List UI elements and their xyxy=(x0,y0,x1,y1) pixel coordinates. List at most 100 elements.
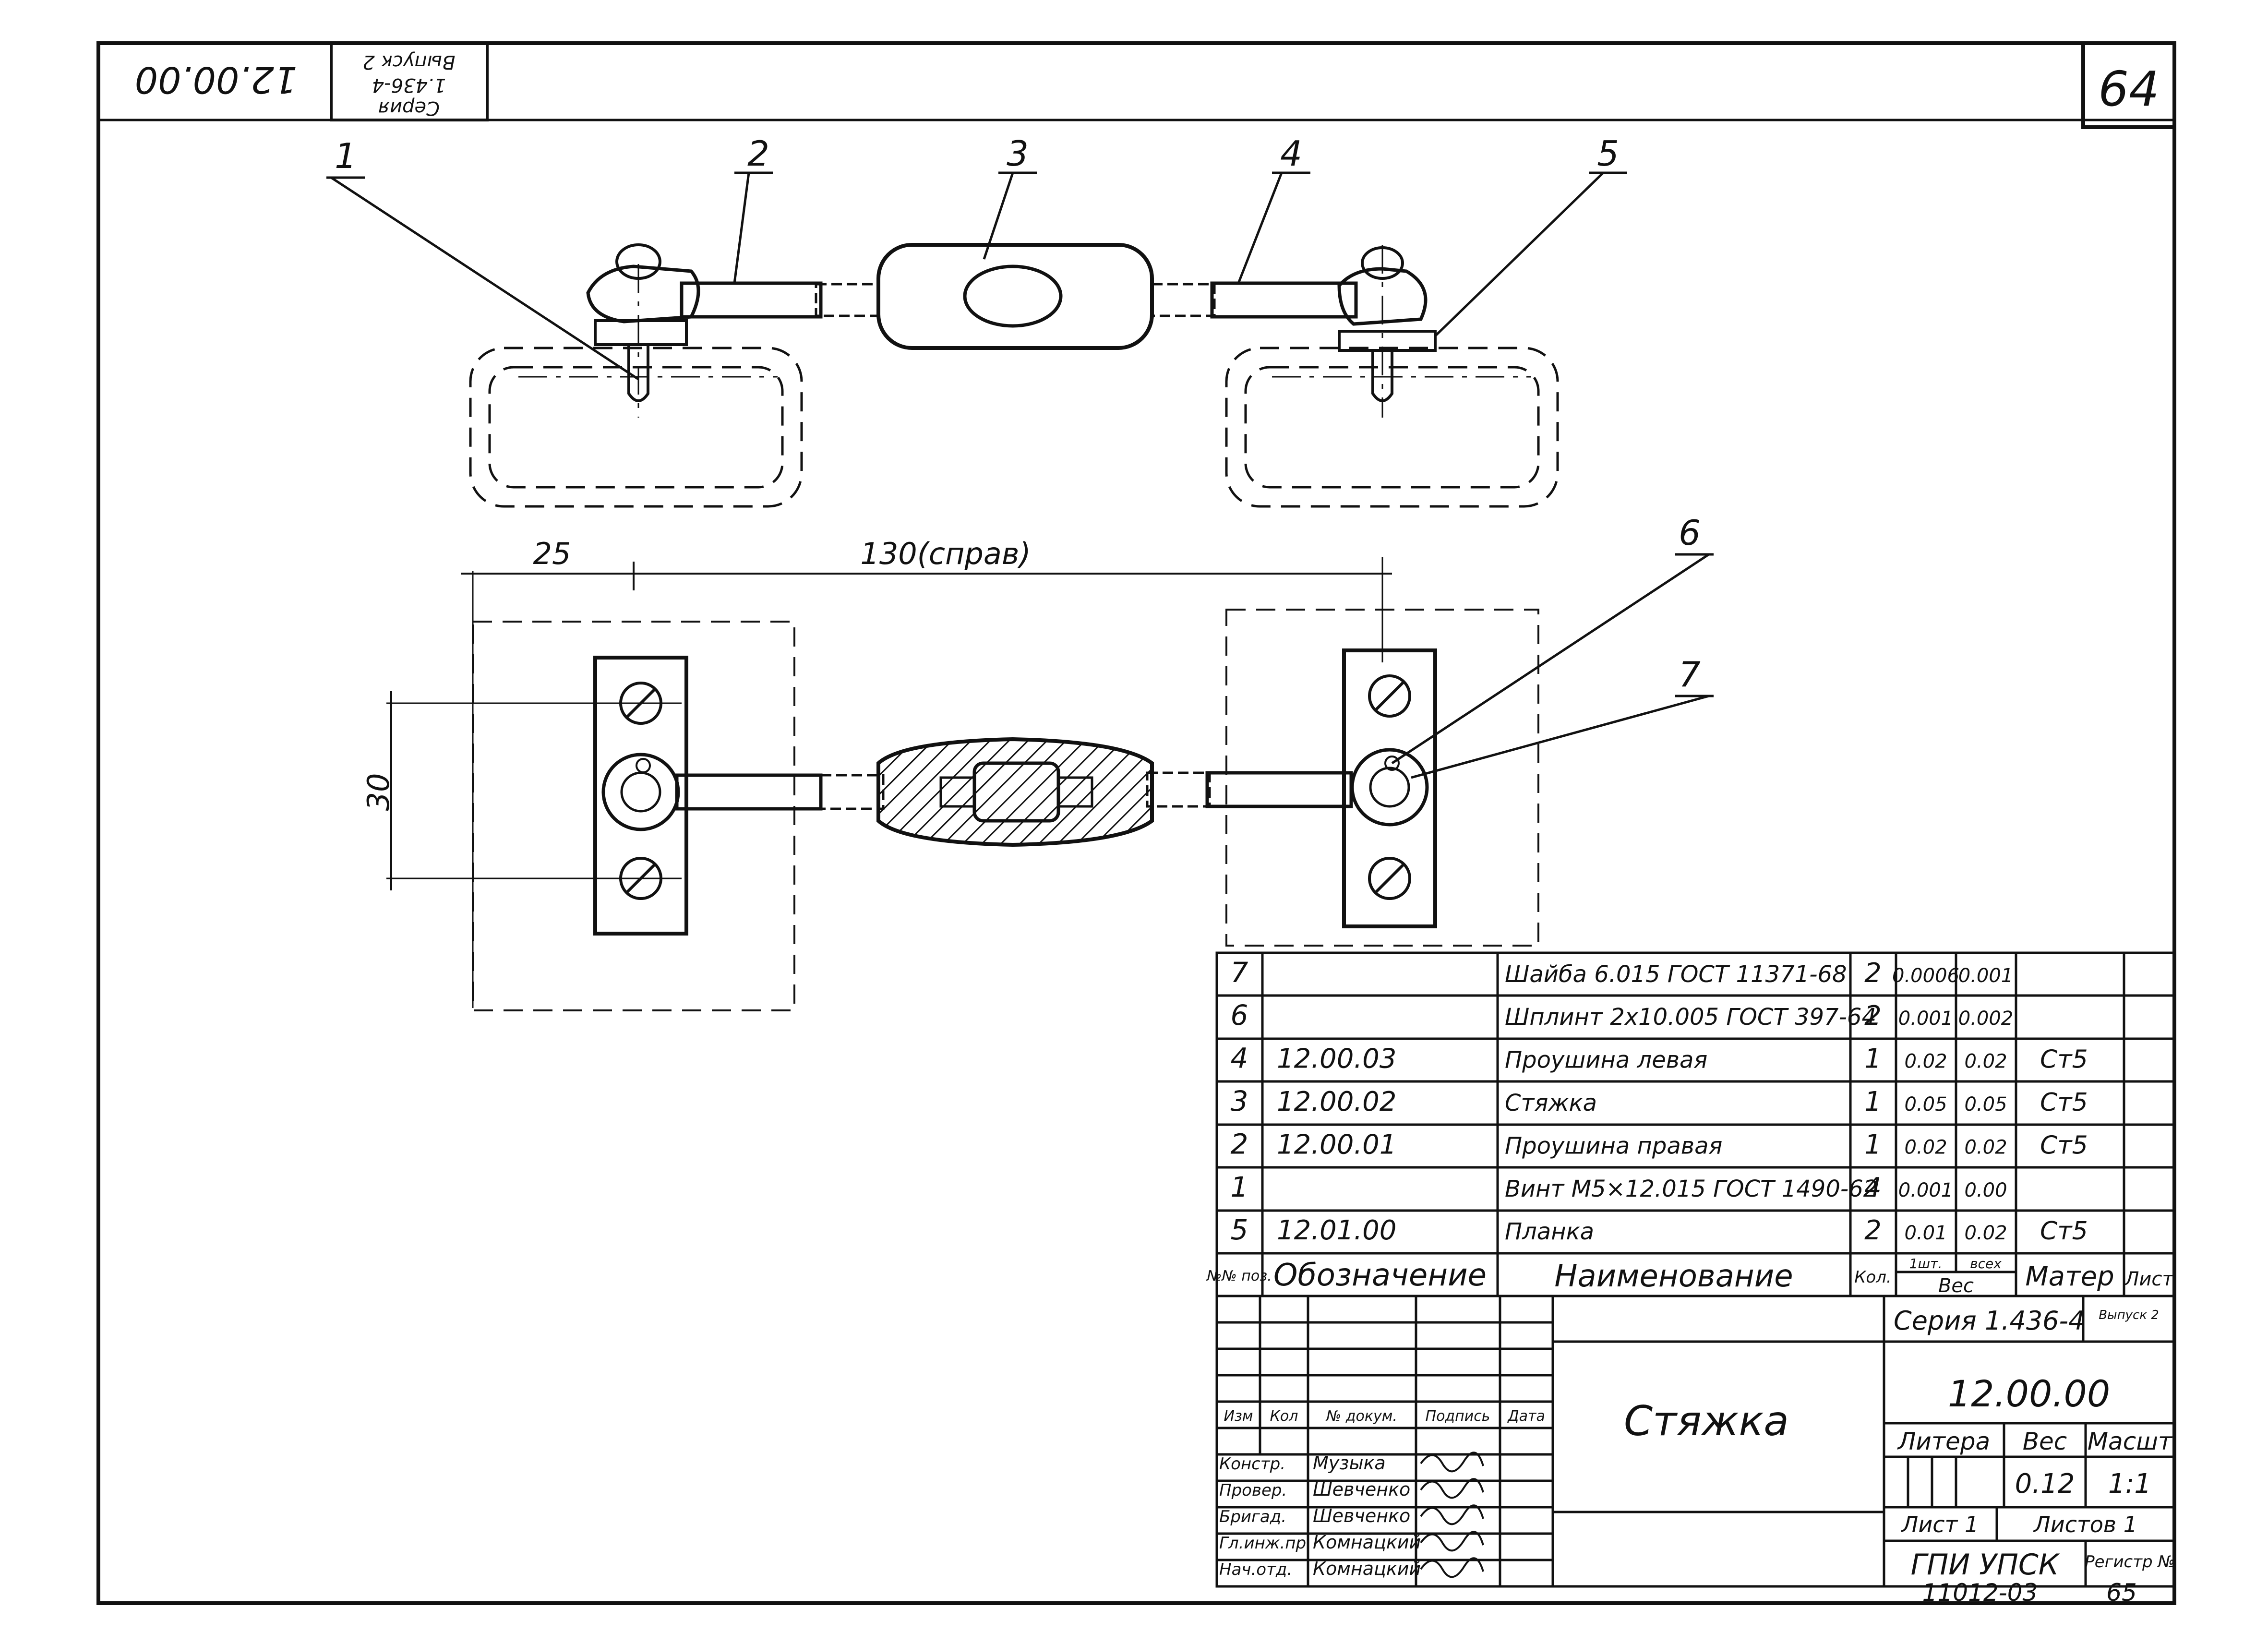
parts-header-name: Наименование xyxy=(1554,1259,1793,1294)
parts-row-qty: 1 xyxy=(1864,1044,1882,1075)
parts-row-designation: 12.00.03 xyxy=(1277,1044,1396,1075)
parts-row-name: Проушина правая xyxy=(1505,1132,1722,1159)
parts-row-name: Шплинт 2х10.005 ГОСТ 397-64 xyxy=(1505,1004,1876,1031)
parts-row-w-total: 0.02 xyxy=(1964,1136,2007,1158)
corner-stamp-issue: Выпуск 2 xyxy=(362,51,455,73)
signature-scribble xyxy=(1420,1504,1484,1525)
title-block xyxy=(1215,1295,2176,1588)
tb-scale-value: 1:1 xyxy=(2108,1468,2151,1500)
tb-person-name: Музыка xyxy=(1313,1452,1386,1474)
parts-header-material: Матер xyxy=(2025,1261,2114,1292)
parts-row-name: Стяжка xyxy=(1505,1090,1597,1116)
parts-row-w-unit: 0.02 xyxy=(1904,1136,1947,1158)
corner-stamp-series: Серия xyxy=(378,97,440,119)
tb-register: Регистр № xyxy=(2085,1552,2175,1572)
page-number-box: 64 xyxy=(2081,41,2176,129)
parts-header-sheet: Лист xyxy=(2124,1268,2174,1290)
tb-org: ГПИ УПСК xyxy=(1911,1548,2060,1582)
parts-row-qty: 1 xyxy=(1864,1086,1882,1117)
parts-row-w-total: 0.02 xyxy=(1964,1051,2007,1073)
turnbuckle-body xyxy=(876,243,1154,350)
tb-col-date: Дата xyxy=(1507,1408,1545,1425)
plan-view xyxy=(386,557,1539,1011)
parts-header-designation: Обозначение xyxy=(1273,1258,1487,1293)
parts-row-pos: 6 xyxy=(1231,999,1248,1032)
page-number: 64 xyxy=(2098,61,2159,117)
parts-row-w-total: 0.00 xyxy=(1964,1179,2007,1201)
signature-scribble xyxy=(1420,1452,1484,1473)
signature-scribble xyxy=(1420,1478,1484,1499)
tb-issue: Выпуск 2 xyxy=(2099,1308,2159,1322)
callout-7: 7 xyxy=(1679,654,1701,695)
tb-scale-label: Масшт xyxy=(2088,1428,2173,1455)
parts-row-w-unit: 0.01 xyxy=(1904,1222,1947,1244)
corner-stamp-series-number: 1.436-4 xyxy=(372,74,446,96)
parts-row-pos: 4 xyxy=(1231,1042,1248,1075)
callout-3: 3 xyxy=(1007,133,1029,174)
parts-table xyxy=(1215,951,2176,1297)
dim-span: 130(справ) xyxy=(860,536,1031,571)
parts-row-designation: 12.00.01 xyxy=(1277,1129,1396,1160)
tb-person-role: Гл.инж.пр. xyxy=(1219,1534,1311,1553)
tb-series: Серия 1.436-4 xyxy=(1894,1306,2085,1336)
parts-row-w-total: 0.05 xyxy=(1964,1093,2007,1116)
tb-person-name: Комнацкий xyxy=(1313,1532,1421,1553)
parts-row-material: Ст5 xyxy=(2040,1088,2088,1117)
callout-leaders-plan xyxy=(1391,553,1714,779)
parts-row-material: Ст5 xyxy=(2040,1131,2088,1160)
parts-row-qty: 1 xyxy=(1864,1129,1882,1160)
tb-archive-page: 65 xyxy=(2106,1579,2137,1607)
parts-row-w-unit: 0.001 xyxy=(1898,1179,1954,1201)
parts-header-w-total: всех xyxy=(1970,1256,2002,1272)
tb-sheet: Лист 1 xyxy=(1901,1512,1979,1537)
dim-bolt-spacing: 30 xyxy=(361,773,396,811)
parts-row-name: Шайба 6.015 ГОСТ 11371-68 xyxy=(1505,961,1847,988)
parts-row-w-total: 0.001 xyxy=(1958,965,2014,987)
tb-people: Констр.МузыкаПровер.ШевченкоБригад.Шевче… xyxy=(1219,1452,1484,1579)
parts-header-weight: Вес xyxy=(1938,1275,1974,1297)
parts-row-pos: 5 xyxy=(1231,1213,1248,1246)
tb-code: 12.00.00 xyxy=(1948,1372,2110,1415)
signature-scribble xyxy=(1420,1557,1484,1578)
dim-left-offset: 25 xyxy=(533,536,571,571)
parts-row-pos: 2 xyxy=(1231,1128,1248,1160)
tb-person-name: Шевченко xyxy=(1313,1505,1410,1526)
tb-litera-label: Литера xyxy=(1897,1428,1990,1455)
callout-leaders-top xyxy=(326,171,1627,381)
parts-row-qty: 2 xyxy=(1864,1000,1882,1032)
right-plate xyxy=(1342,648,1437,928)
tb-weight-value: 0.12 xyxy=(2015,1468,2075,1500)
parts-row-designation: 12.00.02 xyxy=(1277,1086,1396,1117)
parts-row-w-total: 0.002 xyxy=(1958,1008,2014,1030)
left-frame-outline xyxy=(469,347,803,508)
parts-row-w-unit: 0.02 xyxy=(1904,1051,1947,1073)
parts-row-pos: 1 xyxy=(1231,1171,1248,1203)
tb-col-sign: Подпись xyxy=(1426,1408,1490,1425)
parts-row-qty: 2 xyxy=(1864,1215,1882,1246)
tb-person-role: Констр. xyxy=(1219,1454,1285,1474)
parts-row-w-unit: 0.001 xyxy=(1898,1008,1954,1030)
tb-title: Стяжка xyxy=(1624,1397,1789,1445)
parts-row-qty: 2 xyxy=(1864,958,1882,989)
tb-person-role: Бригад. xyxy=(1219,1507,1286,1526)
parts-row-pos: 3 xyxy=(1231,1085,1248,1117)
tb-col-izm: Изм xyxy=(1224,1408,1253,1425)
parts-header-qty: Кол. xyxy=(1854,1268,1891,1287)
left-frame-outline-inner xyxy=(488,366,784,489)
right-frame-outline xyxy=(1225,347,1559,508)
tb-col-doc: № докум. xyxy=(1325,1408,1397,1425)
corner-stamp-code: 12.00.00 xyxy=(135,59,297,101)
parts-row-w-total: 0.02 xyxy=(1964,1222,2007,1244)
turnbuckle-section xyxy=(876,737,1154,847)
elevation-view xyxy=(469,243,1559,508)
tb-col-kol: Кол xyxy=(1270,1408,1298,1425)
parts-row-name: Проушина левая xyxy=(1505,1047,1707,1074)
tb-archive-number: 11012-03 xyxy=(1922,1579,2038,1607)
callout-4: 4 xyxy=(1280,133,1302,174)
parts-row-qty: 4 xyxy=(1864,1172,1882,1203)
parts-row-pos: 7 xyxy=(1231,956,1248,989)
parts-row-material: Ст5 xyxy=(2040,1217,2088,1246)
tb-sheets: Листов 1 xyxy=(2033,1512,2137,1537)
callout-2: 2 xyxy=(747,133,769,174)
